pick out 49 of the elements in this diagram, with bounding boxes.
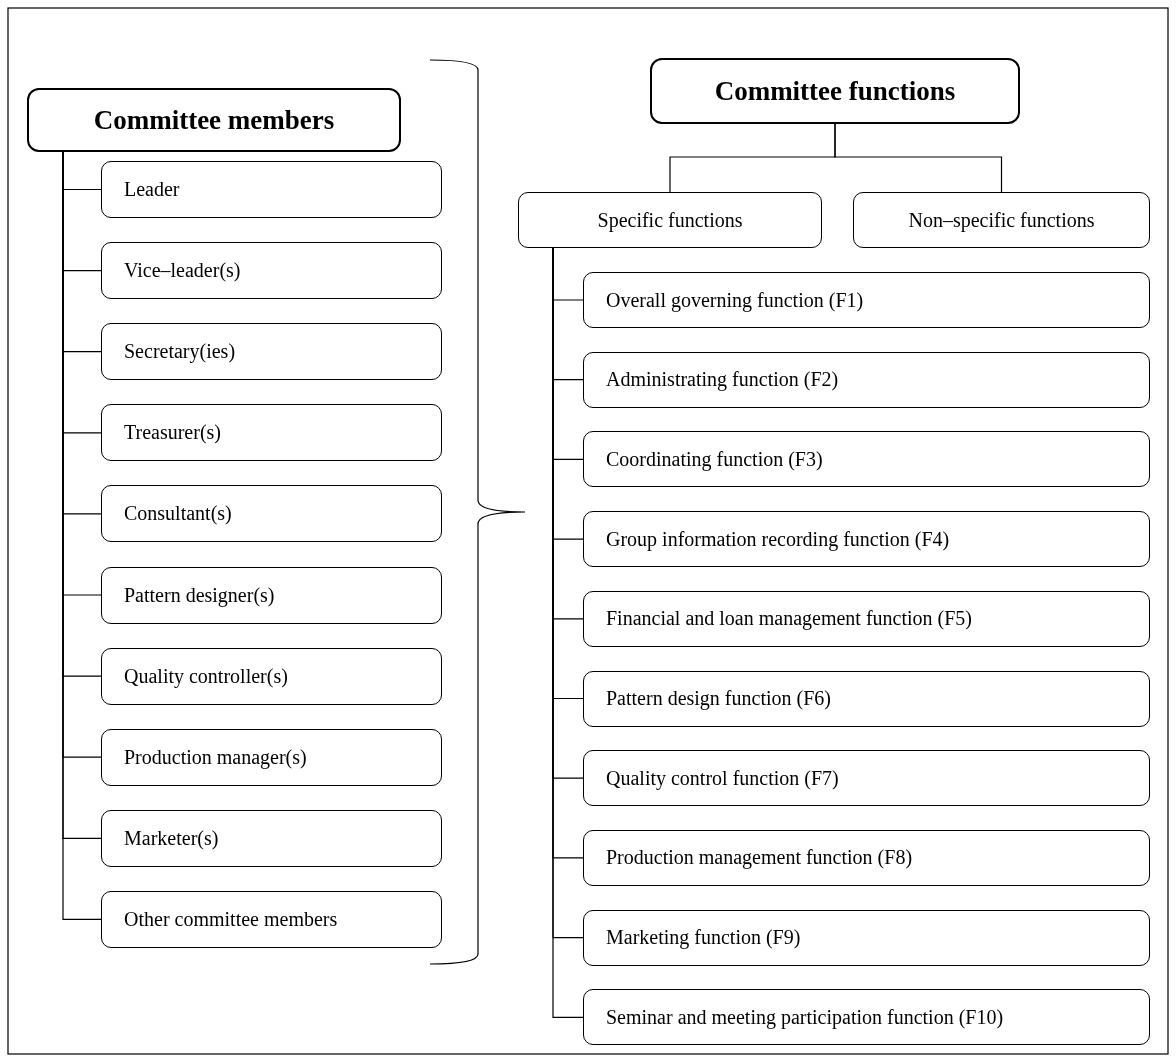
- node-label: Leader: [124, 178, 180, 201]
- item-box: [101, 809, 442, 867]
- node-label: Overall governing function (F1): [606, 288, 864, 312]
- header-box: [27, 88, 401, 152]
- item-box: [101, 161, 442, 218]
- item-box: [583, 351, 1150, 408]
- connector-line: [834, 123, 1003, 193]
- node-label: Quality control function (F7): [606, 766, 839, 790]
- item-box: [101, 890, 442, 948]
- header-box: [650, 58, 1020, 124]
- item-box: [101, 566, 442, 624]
- node-label: Other committee members: [124, 907, 338, 931]
- item-box: [101, 242, 442, 300]
- item-box: [583, 829, 1150, 886]
- node-label: Vice–leader(s): [124, 259, 241, 283]
- node-label: Financial and loan management function (F5): [606, 607, 972, 631]
- item-box: [583, 989, 1150, 1046]
- node-label: Consultant(s): [124, 502, 232, 526]
- item-box: [101, 647, 442, 705]
- node-label: Quality controller(s): [124, 664, 288, 688]
- node-label: Marketer(s): [124, 826, 219, 850]
- item-box: [583, 272, 1150, 328]
- node-label: Marketing function (F9): [606, 926, 801, 950]
- item-box: [101, 485, 442, 543]
- node-label: Secretary(ies): [124, 340, 236, 364]
- item-box: [583, 431, 1150, 488]
- node-label: Group information recording function (F4): [606, 527, 950, 551]
- node-label: Production manager(s): [124, 745, 307, 769]
- item-box: [101, 323, 442, 381]
- item-box: [518, 192, 822, 248]
- node-label: Pattern designer(s): [124, 583, 275, 607]
- item-box: [583, 909, 1150, 966]
- node-label: Seminar and meeting participation function (F10): [606, 1005, 1004, 1029]
- node-label: Administrating function (F2): [606, 368, 839, 392]
- node-label: Production management function (F8): [606, 846, 913, 870]
- node-label: Specific functions: [597, 208, 743, 232]
- node-label: Pattern design function (F6): [606, 687, 831, 710]
- item-box: [583, 511, 1150, 568]
- node-label: Committee functions: [714, 75, 956, 107]
- item-box: [583, 750, 1150, 807]
- item-box: [101, 728, 442, 786]
- node-label: Coordinating function (F3): [606, 447, 823, 471]
- item-box: [583, 670, 1150, 727]
- node-label: Treasurer(s): [124, 421, 221, 445]
- node-label: Non–specific functions: [908, 208, 1095, 232]
- node-label: Committee members: [93, 104, 335, 136]
- item-box: [853, 192, 1150, 248]
- item-box: [101, 404, 442, 462]
- item-box: [583, 590, 1150, 647]
